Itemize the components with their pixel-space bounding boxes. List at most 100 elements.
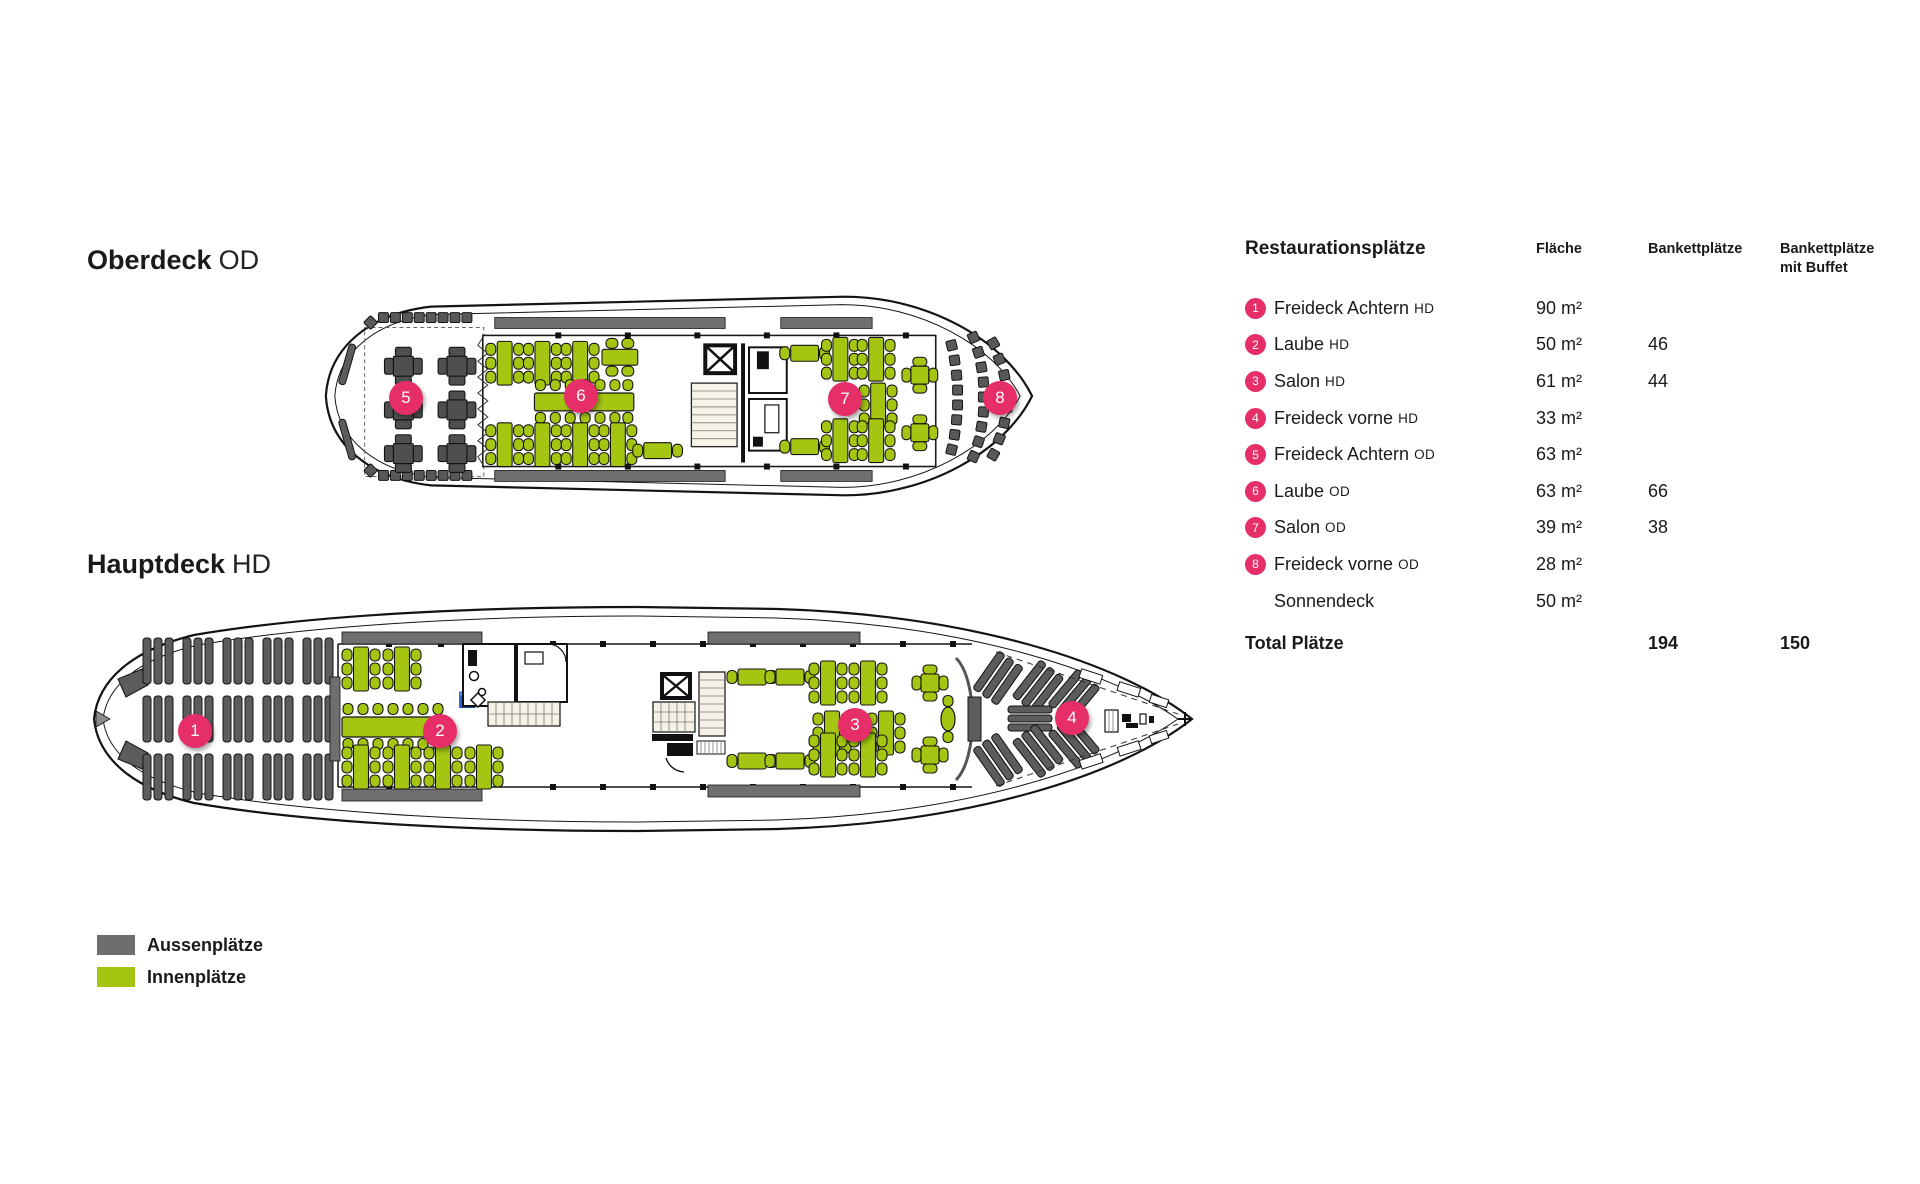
- row-deck-code: OD: [1329, 483, 1351, 499]
- plan-marker-8: 8: [983, 381, 1017, 415]
- hauptdeck-plan: ♿: [92, 605, 1194, 833]
- row-flaeche: 63 m²: [1536, 480, 1583, 501]
- row-name: Laube: [1274, 334, 1325, 355]
- mid-bench: [1007, 705, 1053, 732]
- elevator-icon-hd: [660, 672, 692, 700]
- oberdeck-title-code: OD: [218, 245, 260, 275]
- legend: Aussenplätze Innenplätze: [97, 933, 263, 997]
- bow-tip-cross: [1178, 712, 1192, 726]
- plan-marker-3: 3: [838, 708, 872, 742]
- col-flaeche: Fläche: [1536, 241, 1582, 257]
- plan-marker-6: 6: [564, 379, 598, 413]
- row-name-cell: Sonnendeck: [1245, 591, 1536, 612]
- legend-item-aussenplaetze: Aussenplätze: [97, 933, 263, 957]
- oberdeck-plan: [324, 295, 1034, 497]
- row-number-badge: 6: [1245, 480, 1266, 502]
- accordion-wall: [477, 337, 489, 465]
- row-number-badge: 8: [1245, 553, 1266, 575]
- hauptdeck-title-code: HD: [232, 549, 272, 579]
- plan-marker-2: 2: [423, 714, 457, 748]
- row-deck-code: HD: [1329, 337, 1350, 353]
- row-flaeche: 28 m²: [1536, 553, 1583, 574]
- row-name: Laube: [1274, 480, 1325, 501]
- row-name: Sonnendeck: [1274, 590, 1375, 611]
- row-deck-code: HD: [1414, 300, 1435, 316]
- table-row: Sonnendeck 50 m²: [1245, 583, 1905, 620]
- innenplaetze-swatch: [97, 967, 135, 987]
- table-title: Restaurationsplätze: [1245, 238, 1426, 259]
- plan-marker-5: 5: [389, 381, 423, 415]
- row-number-badge: 5: [1245, 444, 1266, 466]
- plan-marker-1: 1: [178, 714, 212, 748]
- row-flaeche: 50 m²: [1536, 334, 1583, 355]
- stairs-icon: [690, 382, 738, 448]
- row-flaeche: 61 m²: [1536, 370, 1583, 391]
- hd-area-salon: [726, 656, 982, 782]
- row-flaeche: 90 m²: [1536, 297, 1583, 318]
- plan-marker-7: 7: [828, 382, 862, 416]
- hd-area-freideck-vorne: [972, 650, 1179, 788]
- plan-marker-4: 4: [1055, 701, 1089, 735]
- total-label: Total Plätze: [1245, 633, 1344, 654]
- row-deck-code: HD: [1325, 373, 1346, 389]
- row-number-badge: 7: [1245, 517, 1266, 539]
- row-flaeche: 39 m²: [1536, 517, 1583, 538]
- row-number-badge: 1: [1245, 297, 1266, 319]
- hauptdeck-title-name: Hauptdeck: [87, 549, 226, 579]
- row-flaeche: 33 m²: [1536, 407, 1583, 428]
- row-number-badge: 2: [1245, 334, 1266, 356]
- table-header: Restaurationsplätze Fläche Bankettplätze…: [1245, 238, 1905, 278]
- row-number-badge: 3: [1245, 370, 1266, 392]
- row-deck-code: HD: [1398, 410, 1419, 426]
- aussenplaetze-label: Aussenplätze: [147, 934, 264, 955]
- bow-equipment: [1104, 709, 1154, 733]
- row-flaeche: 50 m²: [1536, 590, 1583, 611]
- row-bankettplaetze: 66: [1648, 480, 1669, 501]
- row-name: Salon: [1274, 370, 1321, 391]
- row-name: Freideck Achtern: [1274, 297, 1410, 318]
- aussenplaetze-swatch: [97, 935, 135, 955]
- table-total-row: Total Plätze 194 150: [1245, 633, 1905, 654]
- col-bankettplaetze: Bankettplätze: [1648, 241, 1743, 257]
- row-deck-code: OD: [1325, 520, 1347, 536]
- row-deck-code: OD: [1398, 556, 1420, 572]
- row-number-badge: 4: [1245, 407, 1266, 429]
- hd-stern-benches: [95, 668, 149, 770]
- capacity-table: Restaurationsplätze Fläche Bankettplätze…: [1245, 238, 1905, 654]
- total-bankett: 194: [1648, 633, 1679, 654]
- oberdeck-title-name: Oberdeck: [87, 245, 212, 275]
- row-flaeche: 63 m²: [1536, 444, 1583, 465]
- row-name: Freideck vorne: [1274, 553, 1394, 574]
- innenplaetze-label: Innenplätze: [147, 966, 247, 987]
- hd-galley-block: [462, 643, 568, 727]
- row-bankettplaetze: 46: [1648, 334, 1669, 355]
- row-bankettplaetze: 38: [1648, 517, 1669, 538]
- legend-item-innenplaetze: Innenplätze: [97, 965, 263, 989]
- total-buffet: 150: [1780, 633, 1811, 654]
- hd-area-freideck-achtern: [142, 637, 334, 801]
- col-bankettplaetze-mit-buffet: Bankettplätze mit Buffet: [1780, 241, 1875, 276]
- hd-stairs-block: [652, 671, 726, 773]
- elevator-icon: [703, 343, 738, 376]
- row-deck-code: OD: [1414, 447, 1436, 463]
- od-cabin-columns: [555, 332, 909, 470]
